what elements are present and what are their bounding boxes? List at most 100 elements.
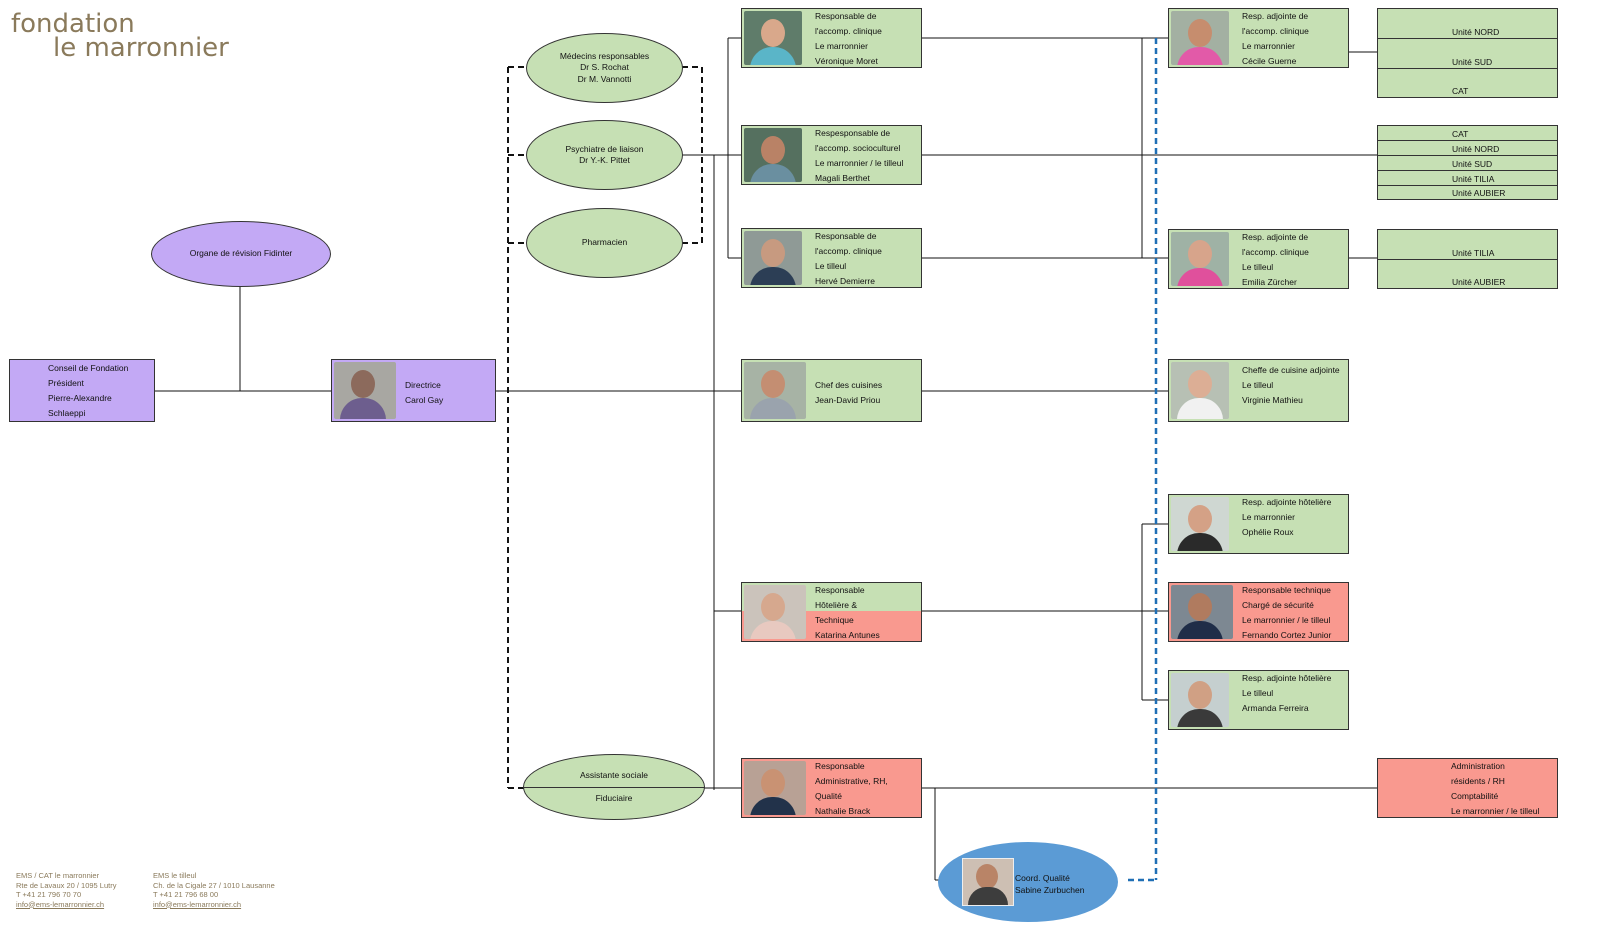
unit-sud-top[interactable]: Unité SUD (1377, 38, 1558, 69)
footer-right-line2: Ch. de la Cigale 27 / 1010 Lausanne (153, 880, 275, 890)
demierre-node[interactable]: Responsable de l'accomp. clinique Le til… (741, 228, 922, 288)
berthet-line4: Magali Berthet (815, 173, 870, 183)
medecins-line1: Médecins responsables (559, 50, 650, 61)
footer-left-line1: EMS / CAT le marronnier (16, 871, 100, 880)
brack-line4: Nathalie Brack (815, 806, 871, 816)
moret-photo (744, 11, 802, 65)
demierre-line2: l'accomp. clinique (815, 246, 882, 256)
cortez-line3: Le marronnier / le tilleul (1242, 615, 1331, 625)
cortez-photo (1171, 585, 1233, 639)
roux-node[interactable]: Resp. adjointe hôtelière Le marronnier O… (1168, 494, 1349, 554)
unit-label: Unité NORD (1452, 144, 1500, 154)
zurcher-node[interactable]: Resp. adjointe de l'accomp. clinique Le … (1168, 229, 1349, 289)
pharmacien-node[interactable]: Pharmacien (526, 208, 683, 278)
unit-label: CAT (1452, 86, 1469, 96)
brack-node[interactable]: Responsable Administrative, RH, Qualité … (741, 758, 922, 818)
guerne-node[interactable]: Resp. adjointe de l'accomp. clinique Le … (1168, 8, 1349, 68)
roux-line1: Resp. adjointe hôtelière (1242, 497, 1332, 507)
admin-node[interactable]: Administration résidents / RH Comptabili… (1377, 758, 1558, 818)
admin-line2: résidents / RH (1451, 776, 1505, 786)
admin-line3: Comptabilité (1451, 791, 1499, 801)
conseil-line3: Pierre-Alexandre (48, 393, 112, 403)
zurcher-line4: Emilia Zürcher (1242, 277, 1297, 287)
conseil-line1: Conseil de Fondation (48, 363, 129, 373)
antunes-node[interactable]: Responsable Hôtelière & Technique Katari… (741, 582, 922, 642)
mathieu-line2: Le tilleul (1242, 380, 1274, 390)
priou-line2: Jean-David Priou (815, 395, 881, 405)
zurcher-line1: Resp. adjointe de (1242, 232, 1309, 242)
cortez-line1: Responsable technique (1242, 585, 1331, 595)
cortez-node[interactable]: Responsable technique Chargé de sécurité… (1168, 582, 1349, 642)
ferreira-photo (1171, 673, 1229, 727)
moret-line1: Responsable de (815, 11, 877, 21)
unit-label: Unité AUBIER (1452, 277, 1506, 287)
footer-address-marronnier: EMS / CAT le marronnier Rte de Lavaux 20… (16, 871, 117, 909)
ferreira-line2: Le tilleul (1242, 688, 1274, 698)
unit-aubier-low[interactable]: Unité AUBIER (1377, 259, 1558, 289)
mathieu-line1: Cheffe de cuisine adjointe (1242, 365, 1340, 375)
footer-right-email[interactable]: info@ems-lemarronnier.ch (153, 899, 242, 909)
berthet-line2: l'accomp. socioculturel (815, 143, 901, 153)
qualite-node[interactable]: Coord. Qualité Sabine Zurbuchen (938, 842, 1118, 922)
qualite-line2: Sabine Zurbuchen (1015, 884, 1085, 895)
guerne-line4: Cécile Guerne (1242, 56, 1297, 66)
cortez-line2: Chargé de sécurité (1242, 600, 1314, 610)
unit-label: Unité TILIA (1452, 248, 1495, 258)
medecins-node[interactable]: Médecins responsables Dr S. Rochat Dr M.… (526, 33, 683, 103)
ferreira-node[interactable]: Resp. adjointe hôtelière Le tilleul Arma… (1168, 670, 1349, 730)
unit-aubier-mid[interactable]: Unité AUBIER (1377, 185, 1558, 200)
assistante-node[interactable]: Assistante sociale Fiduciaire (523, 754, 705, 820)
psychiatre-node[interactable]: Psychiatre de liaison Dr Y.-K. Pittet (526, 120, 683, 190)
unit-tilia-low[interactable]: Unité TILIA (1377, 229, 1558, 260)
unit-nord-top[interactable]: Unité NORD (1377, 8, 1558, 39)
footer-left-line2: Rte de Lavaux 20 / 1095 Lutry (16, 880, 117, 890)
conseil-line4: Schlaeppi (48, 408, 86, 418)
roux-line3: Ophélie Roux (1242, 527, 1294, 537)
assistante-line1: Assistante sociale (579, 770, 649, 780)
qualite-photo (962, 858, 1014, 906)
mathieu-node[interactable]: Cheffe de cuisine adjointe Le tilleul Vi… (1168, 359, 1349, 422)
priou-line1: Chef des cuisines (815, 380, 883, 390)
mathieu-photo (1171, 362, 1229, 419)
footer-left-email[interactable]: info@ems-lemarronnier.ch (16, 899, 105, 909)
antunes-line2: Hôtelière & (815, 600, 858, 610)
psychiatre-line2: Dr Y.-K. Pittet (579, 155, 630, 165)
unit-label: Unité TILIA (1452, 174, 1495, 184)
logo-line1: fondation (11, 9, 135, 39)
zurcher-line3: Le tilleul (1242, 262, 1274, 272)
moret-line3: Le marronnier (815, 41, 868, 51)
conseil-node[interactable]: Conseil de Fondation Président Pierre-Al… (9, 359, 155, 422)
unit-sud-mid[interactable]: Unité SUD (1377, 155, 1558, 171)
moret-node[interactable]: Responsable de l'accomp. clinique Le mar… (741, 8, 922, 68)
unit-nord-mid[interactable]: Unité NORD (1377, 140, 1558, 156)
unit-label: Unité NORD (1452, 27, 1500, 37)
admin-line1: Administration (1451, 761, 1505, 771)
brack-line3: Qualité (815, 791, 842, 801)
berthet-node[interactable]: Respesponsable de l'accomp. socioculture… (741, 125, 922, 185)
admin-line4: Le marronnier / le tilleul (1451, 806, 1540, 816)
priou-photo (744, 362, 806, 419)
directrice-node[interactable]: Directrice Carol Gay (331, 359, 496, 422)
revision-node[interactable]: Organe de révision Fidinter (151, 221, 331, 287)
unit-cat-mid[interactable]: CAT (1377, 125, 1558, 141)
roux-photo (1171, 497, 1229, 551)
conseil-line2: Président (48, 378, 84, 388)
demierre-line1: Responsable de (815, 231, 877, 241)
demierre-line3: Le tilleul (815, 261, 847, 271)
brack-line1: Responsable (815, 761, 865, 771)
unit-tilia-mid[interactable]: Unité TILIA (1377, 170, 1558, 186)
unit-label: CAT (1452, 129, 1469, 139)
qualite-line1: Coord. Qualité (1015, 873, 1070, 883)
antunes-line1: Responsable (815, 585, 865, 595)
unit-label: Unité SUD (1452, 57, 1493, 67)
unit-label: Unité AUBIER (1452, 188, 1506, 198)
priou-node[interactable]: Chef des cuisines Jean-David Priou (741, 359, 922, 422)
roux-line2: Le marronnier (1242, 512, 1295, 522)
unit-label: Unité SUD (1452, 159, 1493, 169)
antunes-line4: Katarina Antunes (815, 630, 880, 640)
assistante-line2: Fiduciaire (595, 793, 633, 803)
ferreira-line1: Resp. adjointe hôtelière (1242, 673, 1332, 683)
brack-photo (744, 761, 806, 815)
unit-cat-top[interactable]: CAT (1377, 68, 1558, 98)
